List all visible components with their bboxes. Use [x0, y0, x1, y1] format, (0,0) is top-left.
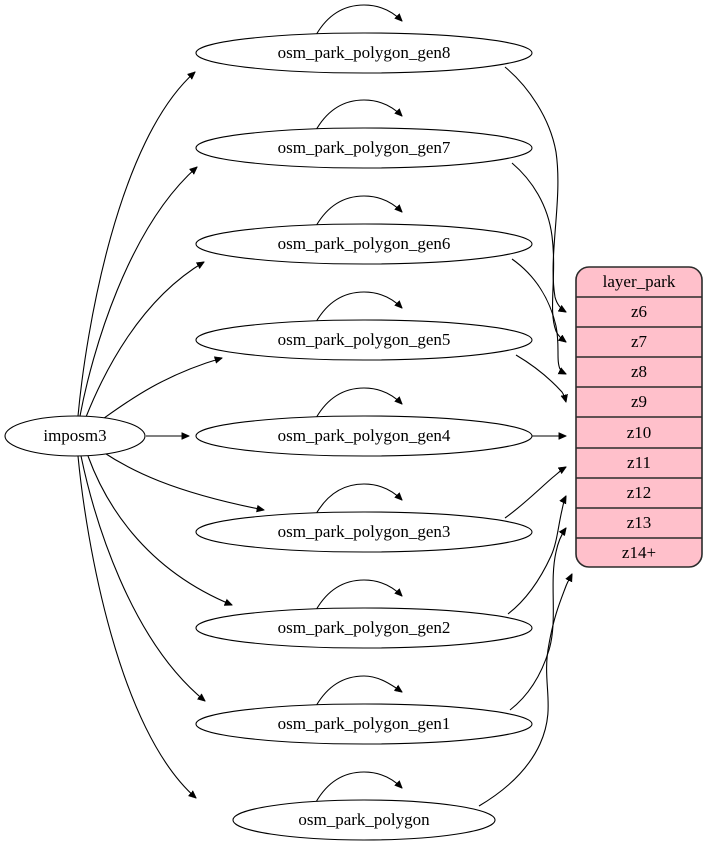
- edge-imposm3-to-polygon: [77, 455, 196, 798]
- edge-imposm3-to-gen5: [99, 358, 222, 422]
- node-ellipse-shape[interactable]: [232, 799, 496, 841]
- node-label: osm_park_polygon: [298, 810, 430, 829]
- table-row-z6[interactable]: z6: [631, 302, 647, 321]
- edge-gen2-to-z12: [507, 496, 566, 615]
- node-osm-park-polygon-gen1[interactable]: osm_park_polygon_gen1: [195, 703, 533, 745]
- edge-gen1-to-z13: [509, 528, 566, 711]
- edge-gen5-to-z9: [515, 354, 566, 402]
- node-ellipse-shape[interactable]: [195, 319, 533, 361]
- node-label: osm_park_polygon_gen4: [278, 426, 451, 445]
- table-row-z9[interactable]: z9: [631, 392, 647, 411]
- edge-polygon-to-z14plus: [478, 574, 572, 807]
- self-loop-gen8: [315, 4, 402, 36]
- node-ellipse-shape[interactable]: [195, 32, 533, 74]
- node-ellipse-shape[interactable]: [195, 415, 533, 457]
- table-row-z13[interactable]: z13: [627, 513, 652, 532]
- edge-imposm3-to-gen2: [87, 455, 232, 605]
- self-loop-gen7: [315, 99, 402, 131]
- node-label: osm_park_polygon_gen5: [278, 330, 451, 349]
- self-loop-gen3: [315, 483, 402, 515]
- self-loop-gen1: [315, 675, 402, 707]
- edges-processes-to-layer: [478, 66, 572, 807]
- edge-imposm3-to-gen6: [85, 262, 204, 418]
- node-osm-park-polygon-gen8[interactable]: osm_park_polygon_gen8: [195, 32, 533, 74]
- edge-gen6-to-z8: [511, 258, 566, 374]
- node-imposm3[interactable]: imposm3: [4, 415, 146, 457]
- layer-park-table[interactable]: layer_park z6 z7 z8 z9 z10 z11 z12: [575, 266, 703, 568]
- edges-source-to-processes: [77, 72, 264, 798]
- table-row-z11[interactable]: z11: [627, 453, 651, 472]
- edge-gen3-to-z11: [504, 467, 566, 519]
- self-loop-gen5: [315, 291, 402, 323]
- node-label: osm_park_polygon_gen3: [278, 522, 451, 541]
- edge-imposm3-to-gen3: [102, 451, 264, 510]
- self-loop-gen2: [315, 579, 402, 611]
- node-ellipse-shape[interactable]: [195, 703, 533, 745]
- self-loop-gen6: [315, 195, 402, 227]
- table-row-z10[interactable]: z10: [627, 423, 652, 442]
- table-header-label: layer_park: [603, 272, 676, 291]
- node-ellipse-shape[interactable]: [195, 223, 533, 265]
- node-label: imposm3: [43, 426, 106, 445]
- edge-imposm3-to-gen1: [80, 455, 205, 701]
- edge-imposm3-to-gen8: [77, 72, 195, 417]
- node-osm-park-polygon-gen6[interactable]: osm_park_polygon_gen6: [195, 223, 533, 265]
- node-osm-park-polygon-gen2[interactable]: osm_park_polygon_gen2: [195, 607, 533, 649]
- edge-imposm3-to-gen7: [79, 167, 197, 417]
- node-label: osm_park_polygon_gen7: [278, 138, 451, 157]
- self-loop-polygon: [315, 771, 402, 803]
- node-osm-park-polygon-gen5[interactable]: osm_park_polygon_gen5: [195, 319, 533, 361]
- node-osm-park-polygon-gen7[interactable]: osm_park_polygon_gen7: [195, 127, 533, 169]
- node-osm-park-polygon-gen3[interactable]: osm_park_polygon_gen3: [195, 511, 533, 553]
- node-label: osm_park_polygon_gen8: [278, 43, 451, 62]
- node-osm-park-polygon-gen4[interactable]: osm_park_polygon_gen4: [195, 415, 533, 457]
- self-loop-gen4: [315, 387, 402, 419]
- node-ellipse-shape[interactable]: [195, 511, 533, 553]
- node-ellipse-shape[interactable]: [195, 607, 533, 649]
- process-node-group: osm_park_polygon_gen8 osm_park_polygon_g…: [195, 32, 533, 841]
- node-ellipse-shape[interactable]: [4, 415, 146, 457]
- edge-gen7-to-z7: [511, 162, 566, 342]
- node-ellipse-shape[interactable]: [195, 127, 533, 169]
- self-loop-edges: [315, 4, 402, 803]
- node-label: osm_park_polygon_gen6: [278, 234, 451, 253]
- table-row-z7[interactable]: z7: [631, 332, 648, 351]
- table-row-z8[interactable]: z8: [631, 362, 647, 381]
- edge-gen8-to-z6: [504, 66, 566, 312]
- table-row-z14plus[interactable]: z14+: [622, 543, 656, 562]
- table-row-z12[interactable]: z12: [627, 483, 652, 502]
- node-label: osm_park_polygon_gen1: [278, 714, 451, 733]
- node-label: osm_park_polygon_gen2: [278, 618, 451, 637]
- node-osm-park-polygon[interactable]: osm_park_polygon: [232, 799, 496, 841]
